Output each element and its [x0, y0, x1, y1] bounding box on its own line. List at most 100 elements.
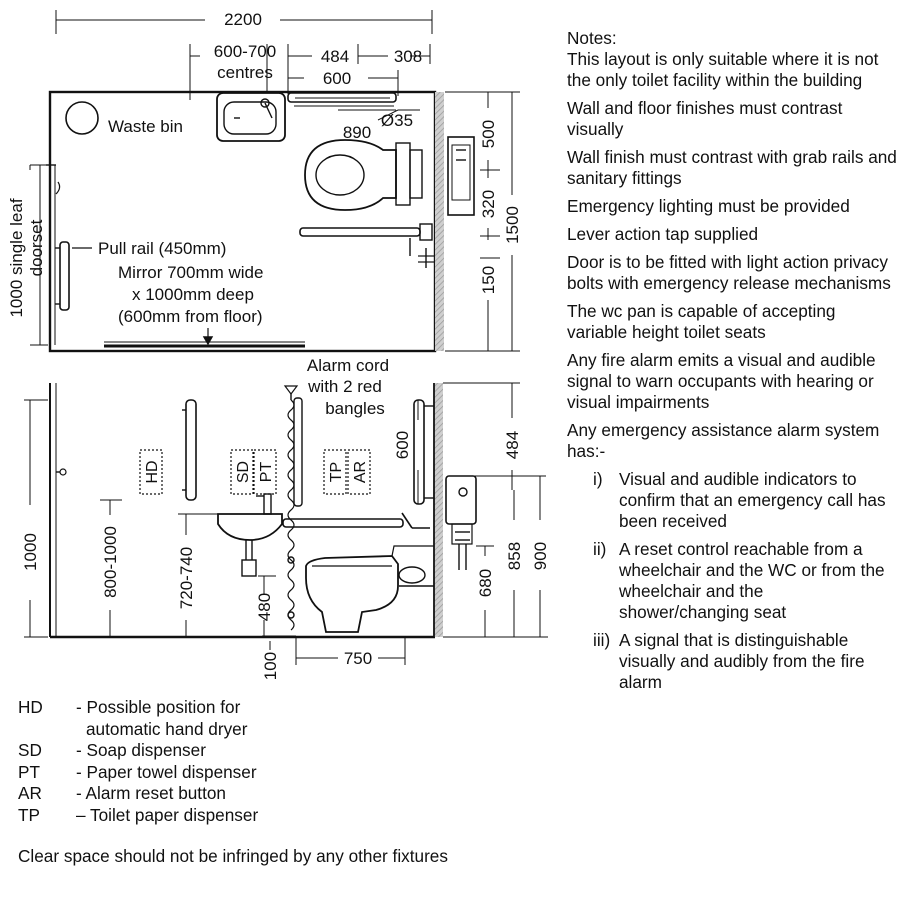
notes-sublist: i) Visual and audible indicators to conf… [567, 469, 897, 693]
legend-text: - Paper towel dispenser [76, 761, 257, 782]
dim-600-plan: 600 [323, 69, 351, 88]
tp-label: TP [328, 462, 345, 482]
notes-panel: Notes: This layout is only suitable wher… [567, 28, 897, 700]
legend-text-2: automatic hand dryer [86, 718, 248, 739]
pull-rail-label: Pull rail (450mm) [98, 239, 226, 258]
note-subitem-text: A signal that is distinguishable visuall… [619, 630, 865, 692]
sd-label: SD [235, 461, 252, 483]
dim-484-plan: 484 [321, 47, 349, 66]
doorset-label-2: doorset [27, 219, 46, 276]
note-subitem-marker: ii) [593, 539, 607, 559]
plan-right-wall [435, 92, 444, 351]
legend-abbr: TP [18, 804, 40, 825]
legend-item-pt: PT - Paper towel dispenser [18, 762, 558, 784]
legend-item-sd: SD - Soap dispenser [18, 740, 558, 762]
elevation-alarm-box-icon [445, 475, 477, 570]
note-item: This layout is only suitable where it is… [567, 49, 879, 90]
doorset-label-1: 1000 single leaf [7, 198, 26, 317]
legend-abbr: SD [18, 740, 42, 760]
alarm-cord-label-3: bangles [325, 399, 385, 418]
note-item: Lever action tap supplied [567, 224, 759, 244]
tp-box [323, 449, 347, 495]
plan-wc-pan-icon [304, 139, 423, 211]
mirror-label-1: Mirror 700mm wide [118, 263, 263, 282]
legend-text: – Toilet paper dispenser [76, 804, 259, 825]
dim-720-740: 720-740 [177, 547, 196, 609]
hd-label: HD [144, 460, 161, 483]
elevation-wc-icon [305, 545, 434, 633]
dim-overall-width: 2200 [224, 10, 262, 29]
note-subitem-marker: i) [593, 469, 603, 489]
legend-item-tp: TP – Toilet paper dispenser [18, 805, 558, 827]
note-subitem-text: A reset control reachable from a wheelch… [619, 539, 885, 622]
legend-text: - Alarm reset button [76, 783, 226, 803]
plan-top-grab-rail [287, 92, 397, 103]
mirror-label-2: x 1000mm deep [132, 285, 254, 304]
note-subitem: ii) A reset control reachable from a whe… [567, 539, 897, 623]
legend-item-hd: HD - Possible position for automatic han… [18, 697, 558, 740]
elevation-basin-icon [217, 493, 283, 577]
dim-centres-label: centres [217, 63, 273, 82]
notes-heading: Notes: [567, 28, 617, 48]
legend-abbr: HD [18, 697, 43, 717]
legend-text: - Soap dispenser [76, 740, 206, 760]
note-item: The wc pan is capable of accepting varia… [567, 301, 836, 342]
dim-320: 320 [479, 190, 498, 218]
dim-480: 480 [255, 593, 274, 621]
legend: HD - Possible position for automatic han… [18, 697, 558, 868]
dim-680: 680 [476, 569, 495, 597]
dim-600-elev: 600 [393, 431, 412, 459]
dim-1500: 1500 [503, 206, 522, 244]
dim-1000-elev: 1000 [21, 533, 40, 571]
dim-100: 100 [261, 652, 280, 680]
pull-rail-icon [55, 241, 70, 311]
legend-footer: Clear space should not be infringed by a… [18, 846, 448, 866]
note-subitem: i) Visual and audible indicators to conf… [567, 469, 897, 532]
dim-150: 150 [479, 266, 498, 294]
dim-750: 750 [344, 649, 372, 668]
alarm-cord-label-2: with 2 red [307, 377, 382, 396]
elevation-right-wall [434, 383, 443, 637]
elevation-view [49, 383, 477, 639]
note-subitem-text: Visual and audible indicators to confirm… [619, 469, 886, 531]
plan-lower-grab-rail [299, 227, 421, 237]
elevation-dimensions [24, 382, 548, 665]
hd-box [139, 449, 163, 495]
elevation-horizontal-grab-rail [282, 518, 404, 528]
note-item: Door is to be fitted with light action p… [567, 252, 891, 293]
plan-basin-icon [216, 92, 286, 142]
dim-484-elev: 484 [503, 431, 522, 459]
sd-box [230, 449, 254, 495]
note-item: Any fire alarm emits a visual and audibl… [567, 350, 876, 412]
note-subitem: iii) A signal that is distinguishable vi… [567, 630, 897, 693]
alarm-cord-icon [283, 385, 303, 631]
plan-view [46, 90, 475, 353]
dim-858: 858 [505, 542, 524, 570]
ar-label: AR [352, 461, 369, 483]
plan-alarm-box-icon [447, 136, 475, 216]
dim-900: 900 [531, 542, 550, 570]
dim-890: 890 [343, 123, 371, 142]
note-subitem-marker: iii) [593, 630, 611, 650]
mirror-label-3: (600mm from floor) [118, 307, 263, 326]
dim-dia35: Ø35 [381, 111, 413, 130]
legend-abbr: PT [18, 761, 40, 782]
pt-box [253, 449, 277, 495]
dim-centres: 600-700 [214, 42, 276, 61]
note-item: Emergency lighting must be provided [567, 196, 850, 216]
legend-item-ar: AR - Alarm reset button [18, 783, 558, 805]
elevation-vertical-grab-rail [185, 399, 197, 501]
note-item: Any emergency assistance alarm system ha… [567, 420, 880, 461]
elevation-wall-grab-rail [413, 399, 425, 505]
plan-dimensions [29, 10, 520, 352]
dim-308-plan: 308 [394, 47, 422, 66]
alarm-cord-label-1: Alarm cord [307, 356, 389, 375]
dim-800-1000: 800-1000 [101, 526, 120, 598]
waste-bin-label: Waste bin [108, 117, 183, 136]
note-item: Wall and floor finishes must contrast vi… [567, 98, 843, 139]
legend-abbr: AR [18, 783, 42, 803]
waste-bin-icon [65, 101, 99, 135]
ar-box [347, 449, 371, 495]
legend-text: - Possible position for [76, 697, 241, 717]
